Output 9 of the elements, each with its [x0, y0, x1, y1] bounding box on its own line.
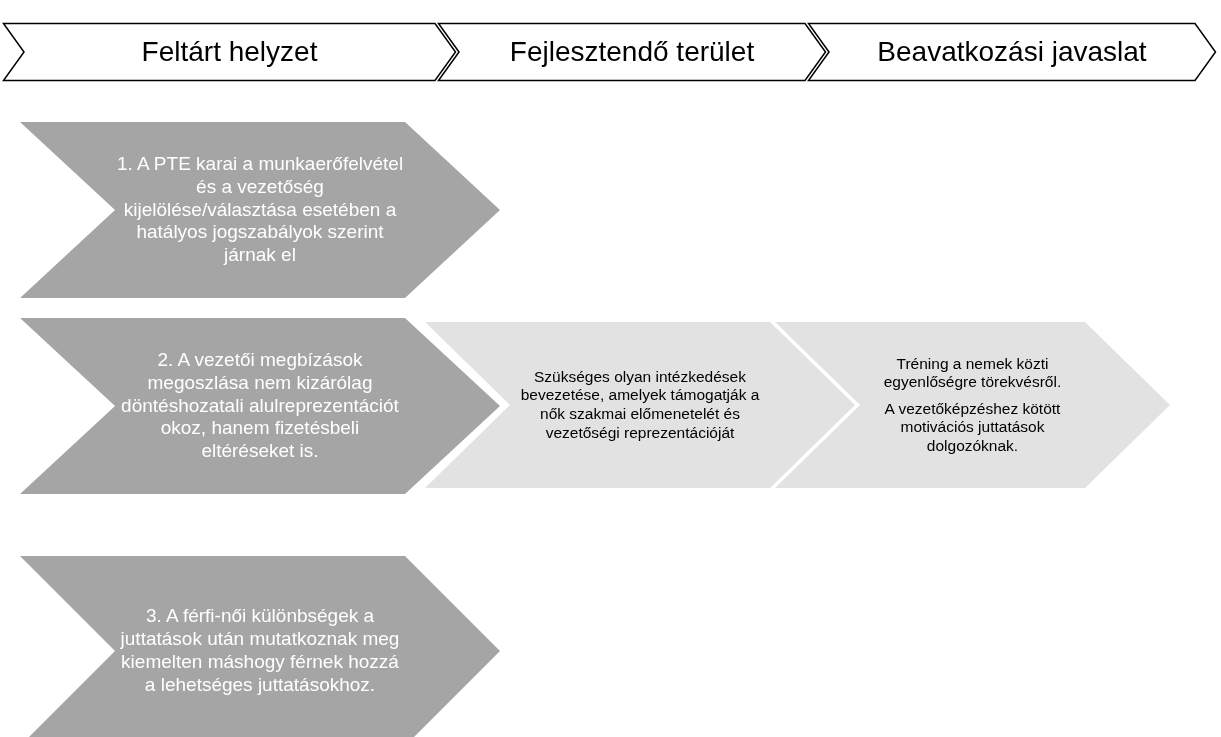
chevron-text: 1. A PTE karai a munkaerőfelvétel és a vezetőség kijelölése/választása esetében a hatályos jogszabályok szerint járnak el [115, 153, 405, 267]
chevron-text: 2. A vezetői megbízások megoszlása nem kizárólag döntéshozatali alulreprezentációt okoz, hanem fizetésbeli eltéréseket is. [120, 349, 400, 463]
chevron-text: Szükséges olyan intézkedések bevezetése, amelyek támogatják a nők szakmai előmenetelét és vezetőségi reprezentációját [519, 367, 761, 443]
chevron-text: Tréning a nemek közti egyenlőségre törekvésről. [882, 354, 1063, 392]
column-heading: Fejlesztendő terület [509, 35, 755, 69]
column-heading: Feltárt helyzet [141, 35, 318, 69]
column-heading: Beavatkozási javaslat [877, 35, 1147, 69]
chevron-text: 3. A férfi-női különbségek a juttatások után mutatkoznak meg kiemelten máshogy férnek hozzá a lehetséges juttatásokhoz. [119, 605, 401, 697]
chevron-text: A vezetőképzéshez kötött motivációs juttatások dolgozóknak. [883, 399, 1062, 456]
